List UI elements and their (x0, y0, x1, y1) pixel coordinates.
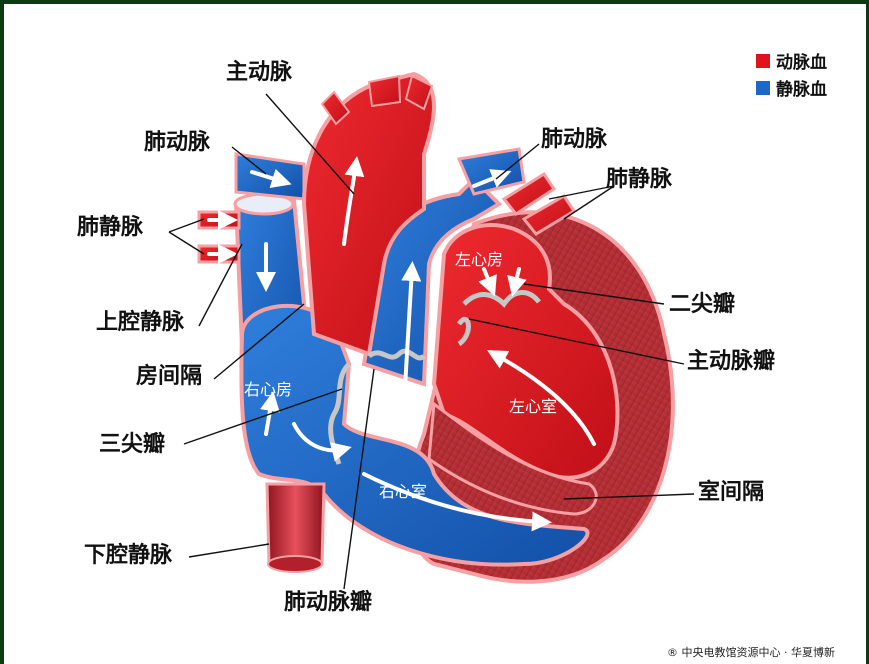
label-right-ventricle: 右心室 (379, 484, 427, 500)
label-ventricular-septum: 室间隔 (698, 482, 764, 504)
label-pulmonary-valve: 肺动脉瓣 (284, 592, 372, 614)
label-mitral-valve: 二尖瓣 (669, 294, 735, 316)
label-pulmonary-vein-right: 肺静脉 (606, 169, 672, 191)
legend-swatch-arterial (756, 54, 770, 68)
legend-swatch-venous (756, 81, 770, 95)
label-aorta: 主动脉 (226, 62, 292, 84)
label-pulmonary-artery-right: 肺动脉 (541, 129, 607, 151)
label-inferior-vena-cava: 下腔静脉 (84, 545, 172, 567)
credit-text: ® 中央电教馆资源中心 · 华夏博新 (667, 644, 835, 660)
label-right-atrium: 右心房 (244, 382, 292, 398)
label-pulmonary-vein-left: 肺静脉 (77, 217, 143, 239)
legend-label-arterial: 动脉血 (776, 48, 827, 73)
inferior-vena-cava-shape (267, 484, 324, 564)
label-superior-vena-cava: 上腔静脉 (96, 312, 184, 334)
label-left-ventricle: 左心室 (509, 399, 557, 415)
legend-item-arterial: 动脉血 (756, 48, 827, 73)
label-atrial-septum: 房间隔 (136, 366, 202, 388)
label-left-atrium: 左心房 (455, 252, 503, 268)
label-aortic-valve: 主动脉瓣 (687, 351, 775, 373)
legend-item-venous: 静脉血 (756, 75, 827, 100)
label-tricuspid-valve: 三尖瓣 (99, 434, 165, 456)
label-pulmonary-artery-left: 肺动脉 (144, 132, 210, 154)
legend-label-venous: 静脉血 (776, 75, 827, 100)
